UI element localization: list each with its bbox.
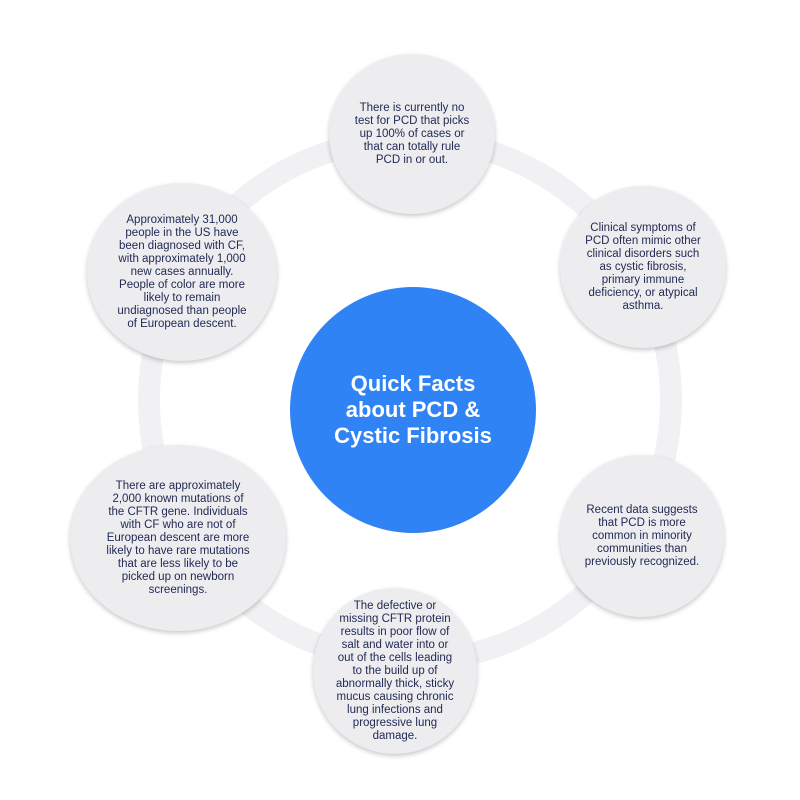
fact-bubble-mutations: There are approximately 2,000 known muta… (70, 445, 286, 631)
fact-text: Approximately 31,000 people in the US ha… (117, 213, 247, 330)
fact-text: There are approximately 2,000 known muta… (106, 479, 250, 596)
fact-bubble-diagnosed: Approximately 31,000 people in the US ha… (87, 183, 277, 361)
center-title: Quick Facts about PCD & Cystic Fibrosis (334, 371, 492, 448)
fact-text: There is currently no test for PCD that … (354, 101, 470, 166)
fact-text: Recent data suggests that PCD is more co… (584, 503, 700, 568)
fact-text: Clinical symptoms of PCD often mimic oth… (585, 221, 701, 312)
fact-bubble-test: There is currently no test for PCD that … (329, 54, 495, 214)
center-title-circle: Quick Facts about PCD & Cystic Fibrosis (290, 287, 536, 533)
fact-bubble-minority: Recent data suggests that PCD is more co… (560, 455, 724, 617)
fact-bubble-symptoms: Clinical symptoms of PCD often mimic oth… (560, 186, 726, 348)
fact-text: The defective or missing CFTR protein re… (335, 599, 455, 742)
fact-bubble-cftr-protein: The defective or missing CFTR protein re… (313, 588, 477, 754)
